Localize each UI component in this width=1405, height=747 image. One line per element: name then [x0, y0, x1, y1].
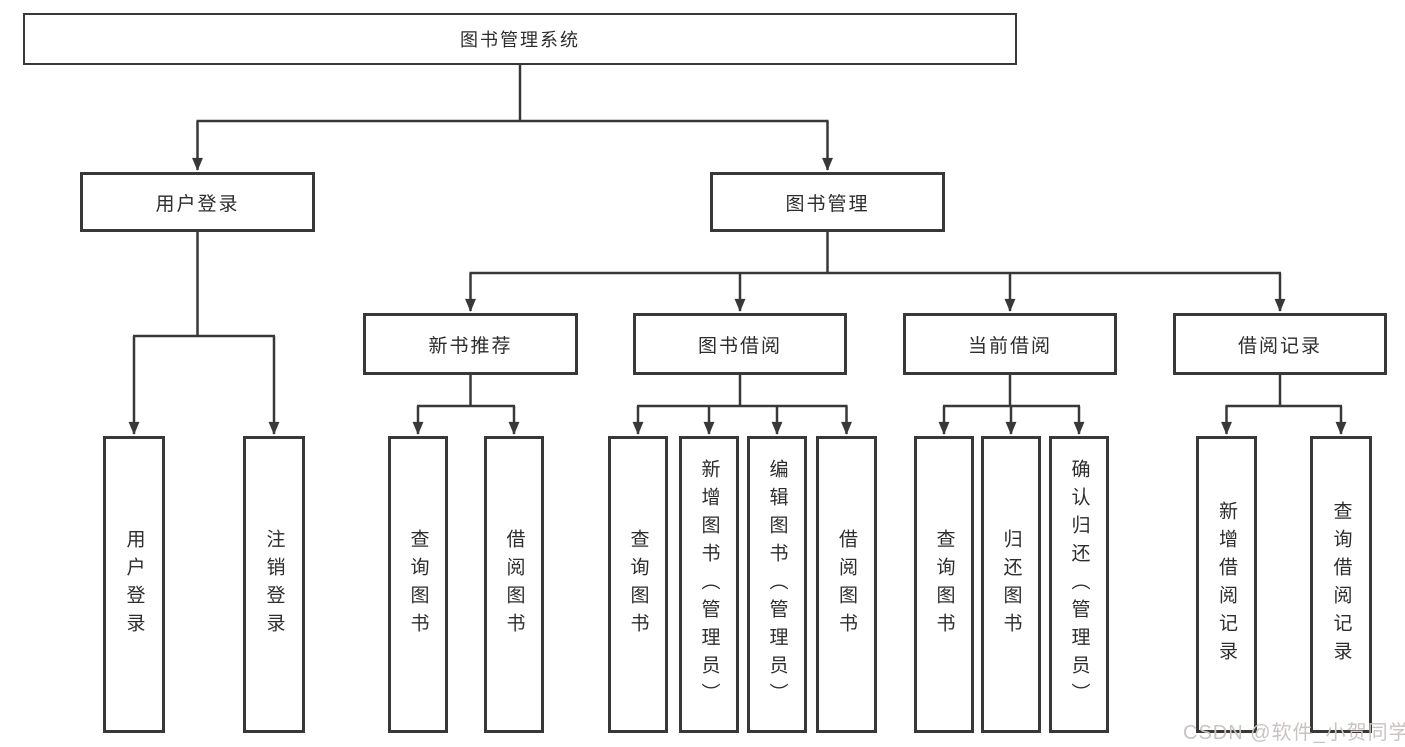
leaf-confirm-return-admin: 确认归还（管理员）	[1049, 436, 1109, 733]
node-current-borrow-label: 当前借阅	[967, 335, 1052, 357]
leaf-add-borrow-record: 新增借阅记录	[1196, 436, 1257, 733]
leaf-query-books-2-label: 查询图书	[627, 528, 649, 641]
edges-borrow-records-children	[1221, 375, 1347, 435]
leaf-query-books-1: 查询图书	[388, 436, 448, 733]
leaf-query-borrow-record: 查询借阅记录	[1310, 436, 1372, 733]
leaf-add-books-admin: 新增图书（管理员）	[679, 436, 739, 733]
edges-book-mgmt-groups	[465, 232, 1286, 312]
leaf-logout: 注销登录	[243, 436, 305, 733]
leaf-return-books: 归还图书	[981, 436, 1041, 733]
leaf-query-books-3: 查询图书	[914, 436, 974, 733]
node-new-book-rec-label: 新书推荐	[428, 335, 513, 357]
leaf-query-books-3-label: 查询图书	[933, 528, 955, 641]
leaf-edit-books-admin-label: 编辑图书（管理员）	[766, 458, 788, 711]
leaf-add-books-admin-label: 新增图书（管理员）	[698, 458, 720, 711]
edges-user-login-children	[128, 232, 280, 435]
leaf-edit-books-admin: 编辑图书（管理员）	[747, 436, 807, 733]
node-root: 图书管理系统	[23, 13, 1017, 65]
edges-current-borrow-children	[938, 375, 1085, 435]
leaf-confirm-return-admin-label: 确认归还（管理员）	[1068, 458, 1090, 711]
node-borrow-records-label: 借阅记录	[1237, 335, 1322, 357]
node-book-mgmt: 图书管理	[710, 172, 945, 232]
node-new-book-rec: 新书推荐	[363, 313, 578, 375]
leaf-query-books-1-label: 查询图书	[407, 528, 429, 641]
leaf-query-borrow-record-label: 查询借阅记录	[1330, 500, 1352, 669]
node-book-borrow: 图书借阅	[633, 313, 847, 375]
leaf-borrow-books-2: 借阅图书	[816, 436, 877, 733]
edges-book-borrow-children	[632, 375, 852, 435]
leaf-borrow-books-1-label: 借阅图书	[503, 528, 525, 641]
node-borrow-records: 借阅记录	[1173, 313, 1387, 375]
node-book-borrow-label: 图书借阅	[697, 335, 782, 357]
leaf-user-login: 用户登录	[103, 436, 165, 733]
node-root-label: 图书管理系统	[460, 30, 580, 50]
node-book-mgmt-label: 图书管理	[785, 193, 870, 215]
node-user-login: 用户登录	[80, 172, 315, 232]
edges-new-book-rec-children	[412, 375, 520, 435]
leaf-query-books-2: 查询图书	[608, 436, 668, 733]
leaf-borrow-books-2-label: 借阅图书	[836, 528, 857, 641]
leaf-user-login-label: 用户登录	[123, 528, 145, 641]
leaf-logout-label: 注销登录	[263, 528, 285, 641]
node-user-login-label: 用户登录	[155, 193, 240, 215]
leaf-borrow-books-1: 借阅图书	[484, 436, 544, 733]
node-current-borrow: 当前借阅	[903, 313, 1117, 375]
edges-root-to-level2	[192, 65, 833, 171]
leaf-add-borrow-record-label: 新增借阅记录	[1216, 500, 1237, 669]
watermark: CSDN @软件_小贺同学	[1183, 722, 1405, 744]
leaf-return-books-label: 归还图书	[1000, 528, 1022, 641]
